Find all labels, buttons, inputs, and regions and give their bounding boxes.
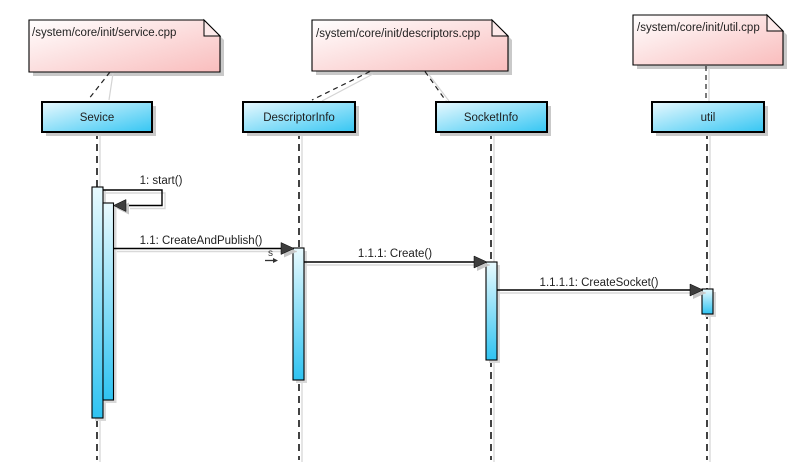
activation-util[interactable] bbox=[701, 288, 714, 315]
head-box[interactable] bbox=[41, 101, 153, 133]
note-connector-shadow bbox=[108, 73, 114, 101]
message-start-self-call[interactable]: 1: start() bbox=[103, 175, 183, 215]
note-fold-icon bbox=[766, 13, 785, 32]
note-descriptors-cpp[interactable]: /system/core/init/descriptors.cpp bbox=[311, 18, 512, 75]
note-service-cpp[interactable]: /system/core/init/service.cpp bbox=[28, 18, 224, 76]
lifeline-head-sevice[interactable]: Sevice bbox=[41, 101, 156, 136]
note-util-cpp[interactable]: /system/core/init/util.cpp bbox=[632, 13, 787, 69]
note-text: /system/core/init/util.cpp bbox=[637, 22, 760, 34]
lifeline-name: SocketInfo bbox=[464, 112, 518, 124]
head-box[interactable] bbox=[435, 101, 548, 133]
message-create-socket[interactable]: 1.1.1.1: CreateSocket() bbox=[497, 277, 706, 299]
note-body[interactable] bbox=[632, 14, 784, 66]
arrowhead-left-icon bbox=[112, 199, 127, 212]
head-box[interactable] bbox=[242, 101, 356, 133]
note-fold-icon bbox=[491, 18, 510, 37]
note-body[interactable] bbox=[28, 19, 221, 73]
message-label: 1.1.1: Create() bbox=[358, 248, 432, 260]
head-box[interactable] bbox=[651, 101, 765, 133]
note-fold-icon bbox=[203, 18, 222, 37]
note-connector-descriptorinfo bbox=[311, 70, 371, 101]
stereotype-s-glyph: s bbox=[268, 248, 273, 259]
lifeline-head-descriptorinfo[interactable]: DescriptorInfo bbox=[242, 101, 359, 136]
note-connector-shadow bbox=[321, 73, 374, 102]
note-connector-shadow bbox=[427, 73, 450, 102]
lifeline-name: DescriptorInfo bbox=[263, 112, 335, 124]
note-text: /system/core/init/service.cpp bbox=[32, 27, 176, 39]
message-label: 1.1: CreateAndPublish() bbox=[140, 235, 263, 247]
lifeline-head-util[interactable]: util bbox=[651, 101, 768, 136]
note-connector-socketinfo bbox=[424, 71, 447, 102]
message-shadow bbox=[106, 192, 166, 210]
tiny-arrowhead-icon bbox=[273, 258, 278, 263]
activation-descriptorinfo[interactable] bbox=[292, 247, 305, 381]
activation-sevice-nested[interactable] bbox=[102, 202, 115, 401]
activation-sevice-outer[interactable] bbox=[91, 186, 104, 419]
arrowhead-right-icon bbox=[280, 242, 295, 255]
lifeline-name: Sevice bbox=[80, 112, 115, 124]
lifeline-name: util bbox=[701, 112, 716, 124]
message-create-and-publish[interactable]: 1.1: CreateAndPublish() s bbox=[113, 235, 298, 263]
note-text: /system/core/init/descriptors.cpp bbox=[316, 28, 480, 40]
message-label: 1: start() bbox=[140, 175, 183, 187]
message-line[interactable] bbox=[103, 189, 163, 207]
lifeline-head-socketinfo[interactable]: SocketInfo bbox=[435, 101, 551, 136]
activation-socketinfo[interactable] bbox=[485, 261, 498, 361]
note-body[interactable] bbox=[311, 19, 509, 72]
arrowhead-right-icon bbox=[473, 255, 488, 269]
note-connector-service bbox=[87, 71, 111, 101]
message-create[interactable]: 1.1.1: Create() bbox=[304, 248, 490, 271]
arrowhead-right-icon bbox=[689, 283, 704, 297]
message-label: 1.1.1.1: CreateSocket() bbox=[540, 277, 659, 289]
